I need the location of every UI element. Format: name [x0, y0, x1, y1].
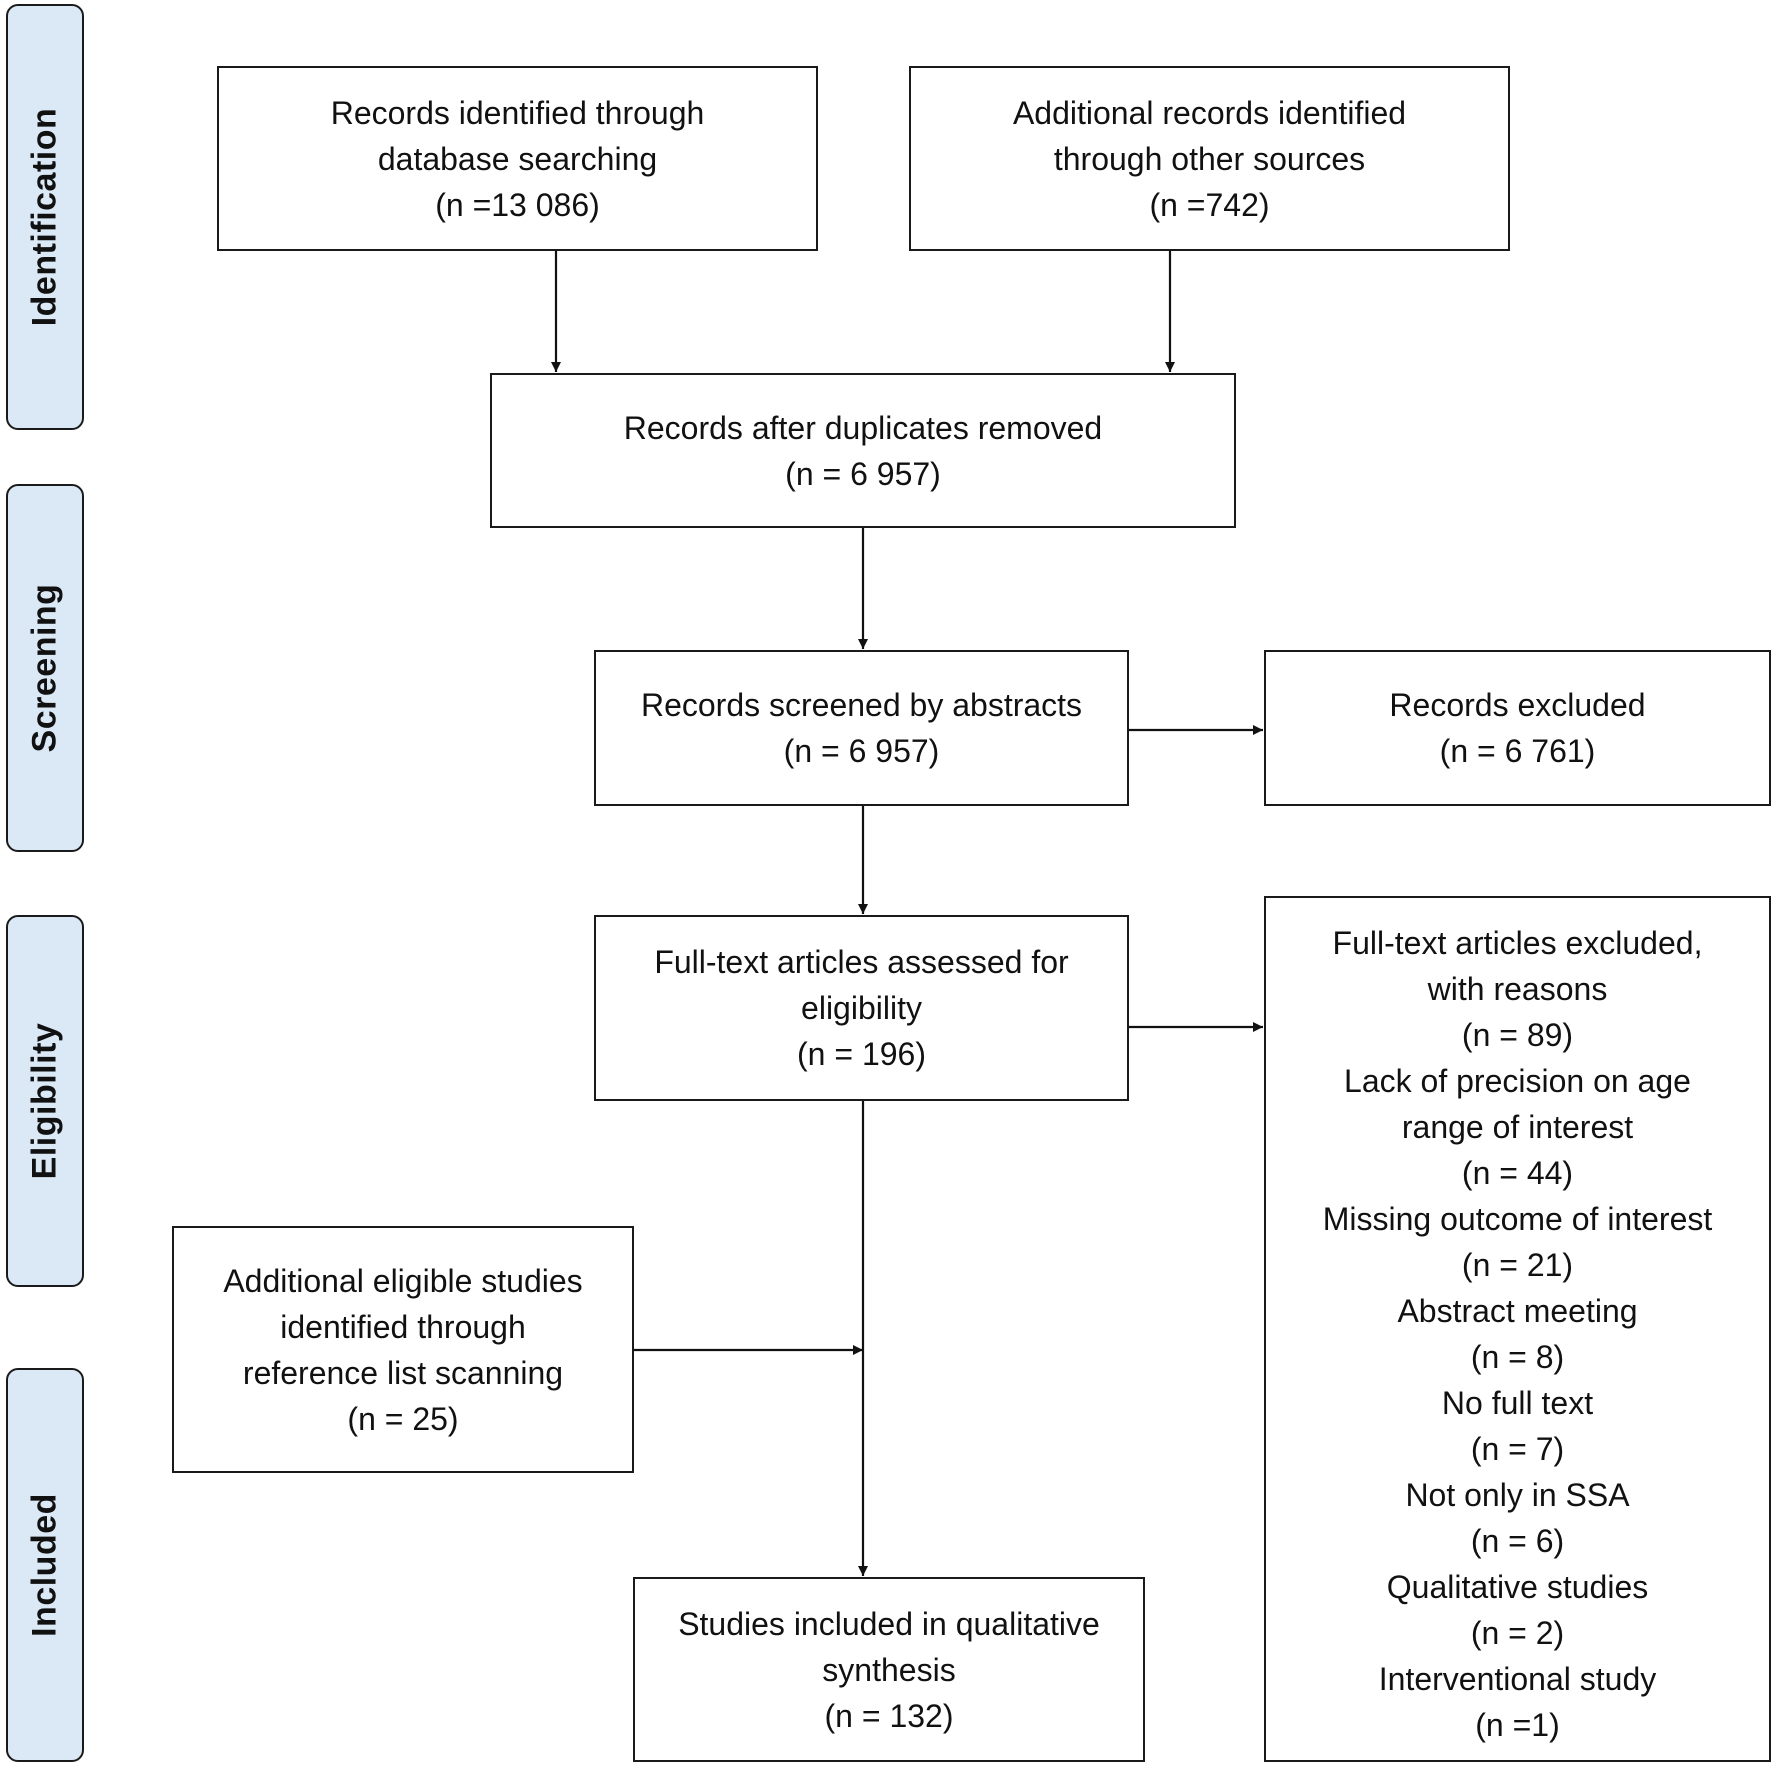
- box-line: (n = 7): [1470, 1431, 1565, 1467]
- phase-included: Included: [6, 1368, 84, 1762]
- box-line: Full-text articles assessed for: [654, 944, 1069, 980]
- box-line: Full-text articles excluded,: [1332, 925, 1703, 961]
- box-additional-eligible: Additional eligible studies identified t…: [172, 1226, 634, 1473]
- box-line: (n =742): [1149, 186, 1270, 223]
- box-line: range of interest: [1401, 1109, 1634, 1145]
- box-line: (n = 6 761): [1439, 733, 1596, 769]
- box-line: synthesis: [822, 1651, 956, 1688]
- phase-eligibility: Eligibility: [6, 915, 84, 1287]
- box-line: No full text: [1441, 1385, 1594, 1421]
- box-line: reference list scanning: [242, 1354, 564, 1391]
- box-line: (n = 196): [797, 1036, 926, 1072]
- phase-screening: Screening: [6, 484, 84, 852]
- phase-identification: Identification: [6, 4, 84, 430]
- box-line: Additional records identified: [1012, 94, 1407, 131]
- box-line: Records screened by abstracts: [640, 687, 1083, 723]
- box-fulltext-excluded: Full-text articles excluded, with reason…: [1264, 896, 1771, 1762]
- box-line: (n = 132): [824, 1697, 954, 1734]
- box-fulltext-assessed: Full-text articles assessed for eligibil…: [594, 915, 1129, 1101]
- box-line: (n = 6): [1470, 1523, 1565, 1559]
- box-studies-included: Studies included in qualitative synthesi…: [633, 1577, 1145, 1762]
- box-line: Interventional study: [1378, 1661, 1657, 1697]
- box-records-screened: Records screened by abstracts (n = 6 957…: [594, 650, 1129, 806]
- box-after-duplicates: Records after duplicates removed (n = 6 …: [490, 373, 1236, 528]
- box-line: (n =13 086): [435, 186, 600, 223]
- box-line: (n = 6 957): [783, 733, 940, 769]
- box-line: Records excluded: [1389, 687, 1646, 723]
- box-line: Abstract meeting: [1397, 1293, 1638, 1329]
- box-line: Missing outcome of interest: [1322, 1201, 1713, 1237]
- box-line: Records after duplicates removed: [623, 409, 1103, 446]
- box-line: (n = 89): [1461, 1017, 1574, 1053]
- box-line: eligibility: [801, 990, 922, 1026]
- box-line: (n = 6 957): [785, 455, 941, 492]
- box-line: with reasons: [1427, 971, 1608, 1007]
- box-line: identified through: [280, 1308, 526, 1345]
- box-line: (n = 44): [1461, 1155, 1574, 1191]
- box-line: (n = 21): [1461, 1247, 1574, 1283]
- box-line: (n = 25): [347, 1400, 459, 1437]
- box-line: (n = 2): [1470, 1615, 1565, 1651]
- box-line: through other sources: [1053, 140, 1366, 177]
- box-line: Not only in SSA: [1405, 1477, 1630, 1513]
- box-line: Records identified through: [330, 94, 705, 131]
- box-line: (n = 8): [1470, 1339, 1565, 1375]
- box-other-sources: Additional records identified through ot…: [909, 66, 1510, 251]
- box-line: Additional eligible studies: [223, 1262, 583, 1299]
- box-database-records: Records identified through database sear…: [217, 66, 818, 251]
- box-line: (n =1): [1475, 1707, 1560, 1743]
- box-line: Lack of precision on age: [1344, 1063, 1691, 1099]
- box-line: Studies included in qualitative: [678, 1605, 1100, 1642]
- box-line: database searching: [377, 140, 658, 177]
- box-records-excluded: Records excluded (n = 6 761): [1264, 650, 1771, 806]
- box-line: Qualitative studies: [1386, 1569, 1649, 1605]
